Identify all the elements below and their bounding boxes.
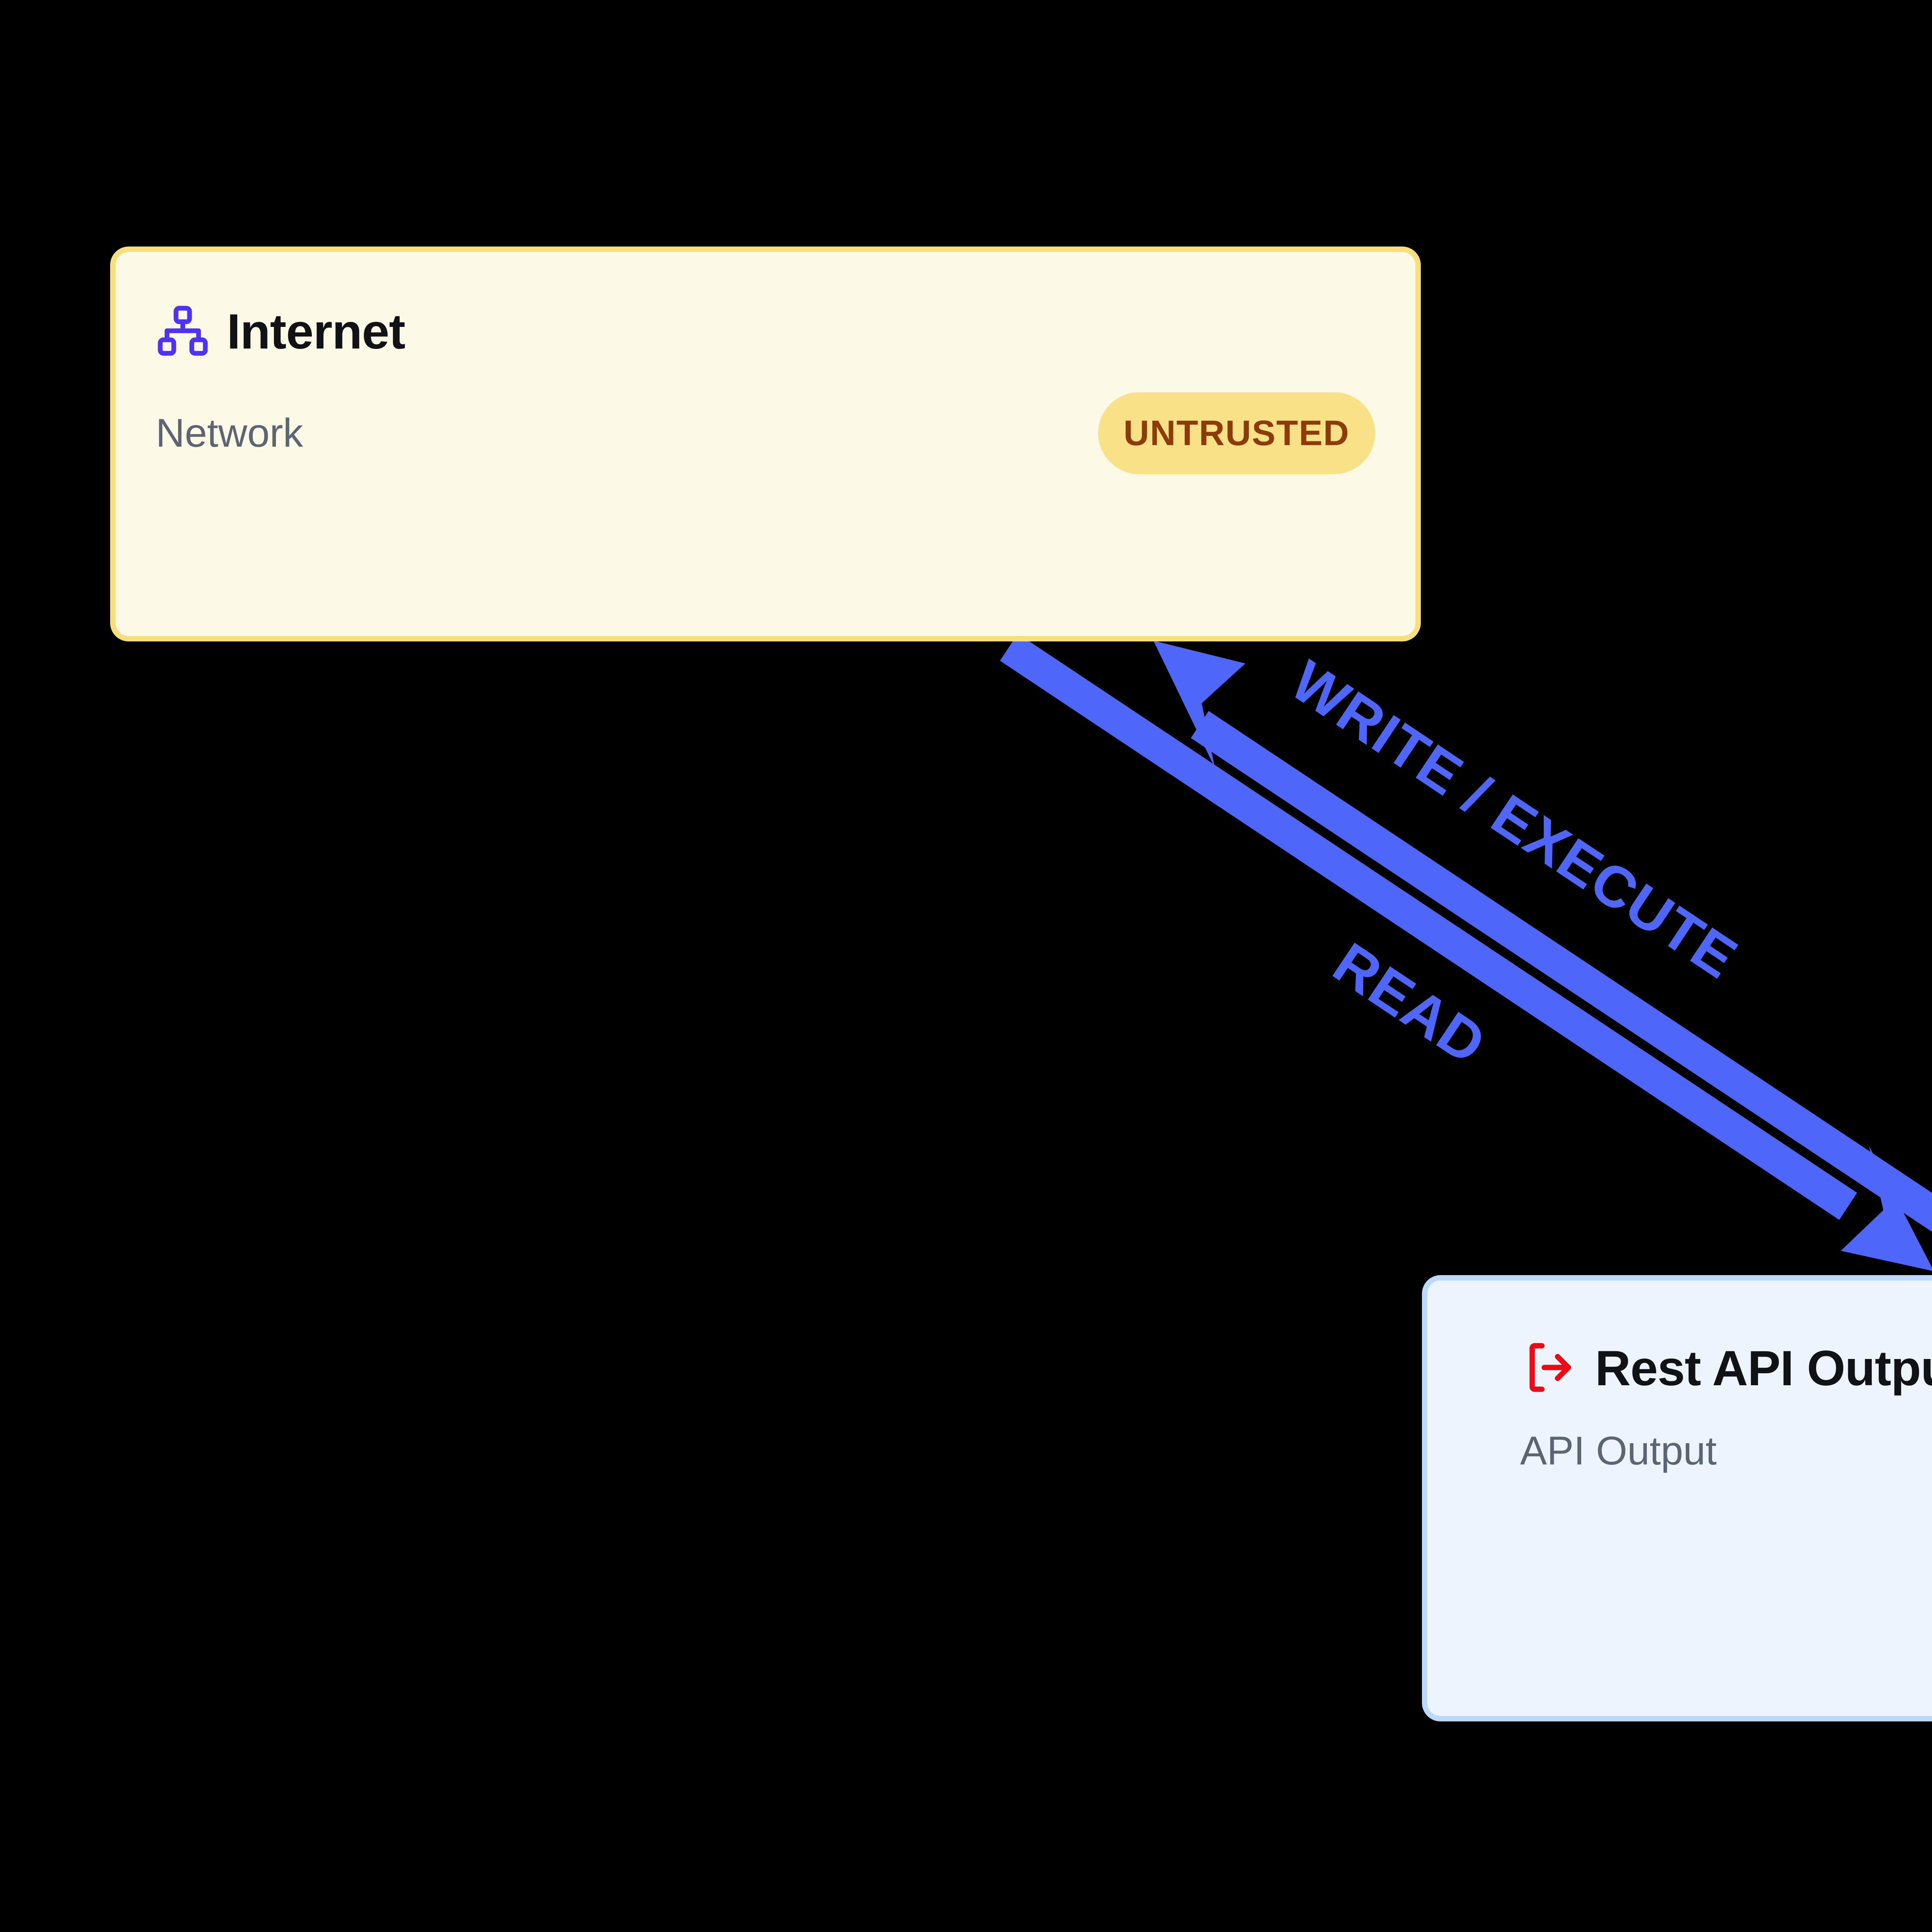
- node-rest-api-output-title: Rest API Output: [1595, 1340, 1932, 1396]
- node-internet-footer: Network UNTRUSTED: [156, 392, 1375, 474]
- edge-write-execute-arrowhead: [1153, 641, 1245, 768]
- node-internet-header: Internet: [156, 304, 1375, 360]
- edge-write-execute-line: [1191, 711, 1932, 1232]
- node-rest-api-output[interactable]: Rest API Output API Output: [1422, 1275, 1932, 1721]
- network-hierarchy-icon: [156, 304, 210, 360]
- log-out-icon: [1520, 1338, 1578, 1398]
- node-rest-api-output-header: Rest API Output: [1520, 1338, 1932, 1398]
- edge-read-arrowhead: [1841, 1146, 1932, 1271]
- edge-read[interactable]: READ: [1000, 634, 1932, 1271]
- node-rest-api-output-footer: API Output: [1520, 1431, 1932, 1471]
- status-badge-untrusted: UNTRUSTED: [1098, 392, 1375, 474]
- node-internet-title: Internet: [227, 304, 405, 359]
- node-internet-subtitle: Network: [156, 411, 303, 456]
- node-internet-body: Internet Network UNTRUSTED: [116, 252, 1415, 636]
- edge-write-execute[interactable]: WRITE / EXECUTE: [1153, 641, 1932, 1285]
- edge-read-label: READ: [1322, 930, 1497, 1077]
- node-rest-api-output-body: Rest API Output API Output: [1427, 1281, 1932, 1716]
- node-internet[interactable]: Internet Network UNTRUSTED: [110, 247, 1421, 641]
- node-rest-api-output-subtitle: API Output: [1520, 1429, 1717, 1473]
- edge-read-line: [1000, 634, 1857, 1220]
- edge-write-execute-label: WRITE / EXECUTE: [1280, 648, 1749, 991]
